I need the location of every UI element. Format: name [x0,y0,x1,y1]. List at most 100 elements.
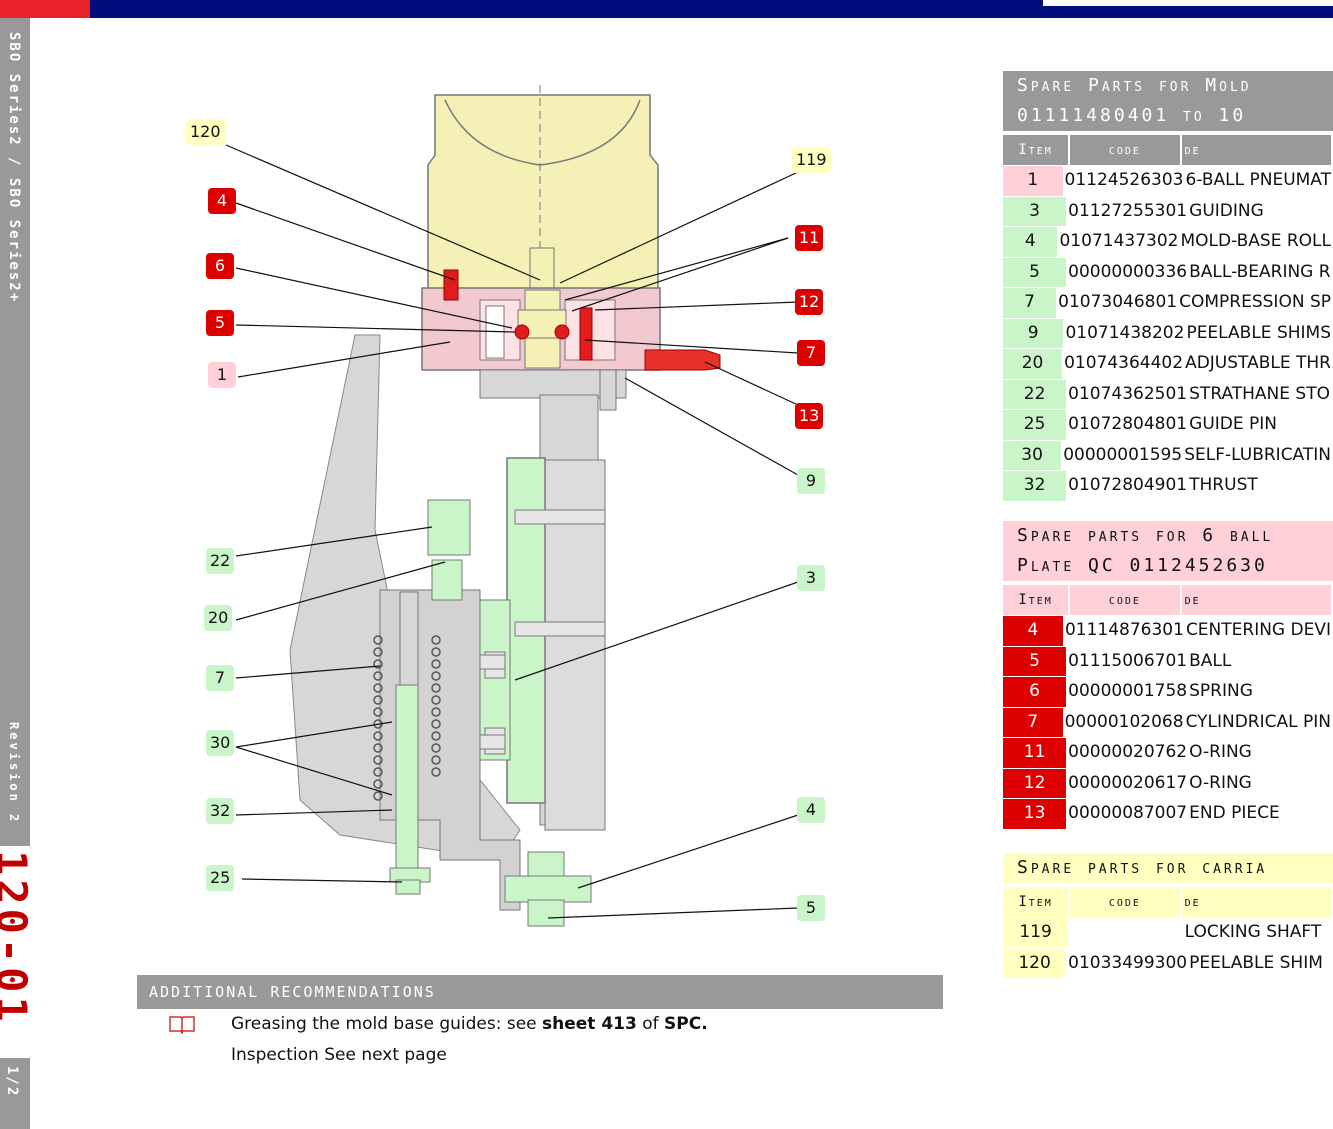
row-desc: COMPRESSION SP [1176,288,1333,318]
row-item: 20 [1003,349,1065,379]
row-code: 00000102068 [1064,707,1184,737]
row-desc: SELF-LUBRICATIN [1181,440,1333,470]
row-desc: O-RING [1186,768,1333,798]
callout-32: 32 [206,798,235,824]
row-item: 22 [1003,379,1069,409]
row-desc: STRATHANE STO [1186,379,1333,409]
sidebar-revision-label: Revision 2 [7,722,21,825]
row-code: 01127255301 [1068,196,1187,226]
spare-parts-mold-table: Spare Parts for Mold 01111480401 to 10 I… [1003,71,1333,501]
row-code: 00000001595 [1063,440,1182,470]
callout-7-green: 7 [206,665,234,691]
table-title-line2: 01111480401 to 10 [1003,101,1333,131]
row-desc: BALL-BEARING R [1186,257,1333,287]
callout-6: 6 [206,253,234,279]
callout-119: 119 [792,147,831,173]
row-desc: PEELABLE SHIM [1186,948,1333,978]
table-row: 119 LOCKING SHAFT [1003,917,1333,948]
row-code: 01071437302 [1059,227,1178,257]
header-item: Item [1003,887,1071,917]
spc-reference: SPC. [664,1014,708,1034]
row-code: 01074364402 [1064,349,1183,379]
row-code: 01072804901 [1068,471,1187,501]
callout-1: 1 [208,362,236,388]
callout-4-red: 4 [208,188,236,214]
row-code: 01071438202 [1065,318,1184,348]
callout-7-red: 7 [797,340,825,366]
table-header: Item code de [1003,135,1333,165]
callout-13: 13 [795,403,824,429]
row-desc: GUIDING [1186,196,1333,226]
row-item: 3 [1003,196,1069,226]
row-desc: PEELABLE SHIMS [1183,318,1333,348]
row-item: 9 [1003,318,1066,348]
row-code: 00000000336 [1068,257,1187,287]
callout-5-red: 5 [206,310,234,336]
recommendation-of-text: of [636,1014,665,1034]
recommendation-greasing-text: Greasing the mold base guides: see [231,1014,543,1034]
row-item: 7 [1003,707,1065,737]
sidebar-sheet-number: 120-01 [0,850,36,1026]
row-item: 12 [1003,768,1069,798]
header-code: code [1070,135,1182,165]
callout-22: 22 [206,548,235,574]
callout-11: 11 [795,225,824,251]
row-code: 01115006701 [1068,646,1187,676]
row-item: 119 [1003,918,1071,948]
row-desc: ADJUSTABLE THR [1182,349,1333,379]
row-code: 01033499300 [1068,948,1187,978]
top-bar-red [0,0,90,18]
row-code: 01074362501 [1068,379,1187,409]
row-item: 30 [1003,440,1064,470]
row-item: 4 [1003,227,1060,257]
header-desc: de [1181,585,1333,615]
row-item: 5 [1003,646,1069,676]
top-bar-notch [1043,0,1333,6]
row-item: 4 [1003,616,1065,646]
callout-30: 30 [206,730,235,756]
recommendation-greasing: Greasing the mold base guides: see sheet… [231,1014,708,1034]
table-title-line1: Spare parts for carria [1003,853,1333,883]
row-item: 11 [1003,738,1069,768]
callout-4-green: 4 [797,797,825,823]
row-desc: LOCKING SHAFT [1181,918,1333,948]
row-desc: BALL [1186,646,1333,676]
sheet-reference: sheet 413 [542,1014,637,1034]
header-item: Item [1003,585,1071,615]
row-desc: CYLINDRICAL PIN [1182,707,1333,737]
recommendation-inspection: Inspection See next page [231,1045,447,1065]
sidebar-page-number: 1/2 [4,1066,20,1098]
callout-3: 3 [797,565,825,591]
callout-5-green: 5 [797,895,825,921]
row-item: 5 [1003,257,1069,287]
row-code [1070,918,1182,948]
header-desc: de [1181,887,1333,917]
row-desc: THRUST [1186,471,1333,501]
book-icon [169,1016,195,1034]
row-code: 01073046801 [1058,288,1177,318]
row-desc: END PIECE [1186,799,1333,829]
mold-assembly-diagram [225,85,799,927]
header-desc: de [1181,135,1333,165]
row-item: 32 [1003,471,1069,501]
table-title-line2: Plate QC 0112452630 [1003,551,1333,581]
